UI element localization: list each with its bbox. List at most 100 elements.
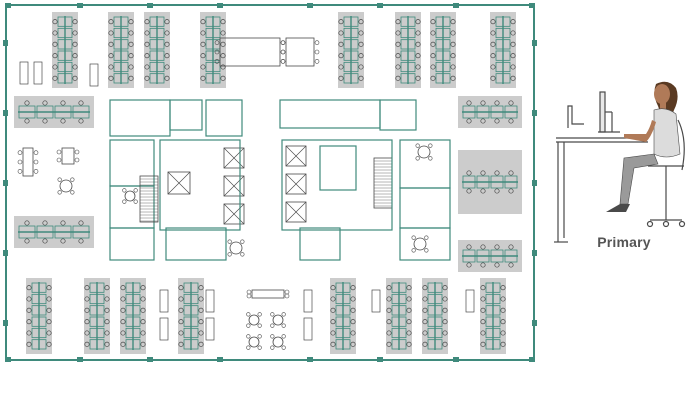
chair: [270, 334, 275, 339]
chair: [140, 296, 146, 302]
desk: [400, 61, 416, 73]
desk: [205, 27, 221, 39]
desk: [343, 39, 359, 50]
chair: [26, 285, 32, 291]
chair: [70, 177, 75, 182]
chair: [220, 41, 226, 47]
chair: [415, 143, 420, 148]
office-floor-plan: [3, 3, 537, 362]
chair: [257, 323, 262, 328]
desk: [495, 61, 511, 73]
chair: [26, 296, 32, 302]
chair: [480, 170, 486, 176]
elevator: [223, 175, 245, 197]
chair: [415, 156, 420, 161]
room-wall: [109, 99, 171, 137]
desk: [31, 282, 47, 293]
chair: [56, 157, 62, 163]
chair: [133, 188, 138, 193]
chair: [395, 30, 401, 36]
desk: [205, 16, 221, 27]
caption-label: Primary: [597, 234, 651, 250]
chair: [104, 341, 110, 347]
desk: [149, 73, 165, 84]
chair: [198, 296, 204, 302]
chair: [280, 49, 286, 55]
column: [307, 357, 313, 362]
chair: [84, 307, 90, 313]
room-wall: [281, 139, 393, 231]
chair: [108, 41, 114, 47]
chair: [350, 341, 356, 347]
round-table: [124, 190, 136, 202]
chair: [358, 41, 364, 47]
desk: [391, 305, 407, 316]
chair: [284, 289, 290, 295]
task-chair-icon: [646, 119, 686, 228]
chair: [140, 285, 146, 291]
chair: [430, 64, 436, 70]
chair: [270, 345, 275, 350]
chair: [358, 19, 364, 25]
chair: [214, 59, 220, 64]
desk: [89, 316, 105, 327]
chair: [72, 41, 78, 47]
chair: [422, 330, 428, 336]
chair: [42, 100, 48, 106]
round-table: [248, 336, 260, 348]
desk: [57, 50, 73, 61]
desk: [495, 16, 511, 27]
desk: [335, 316, 351, 327]
chair: [480, 296, 486, 302]
chair: [500, 330, 506, 336]
elevator: [223, 147, 245, 169]
desk: [495, 73, 511, 84]
desk: [57, 73, 73, 84]
desk: [490, 249, 504, 263]
chair: [200, 30, 206, 36]
chair: [494, 118, 500, 124]
chair: [214, 40, 220, 45]
desk: [149, 39, 165, 50]
chair: [508, 118, 514, 124]
chair: [430, 53, 436, 59]
chair: [198, 341, 204, 347]
chair: [24, 118, 30, 124]
chair: [46, 330, 52, 336]
room-wall: [279, 99, 381, 129]
chair: [198, 319, 204, 325]
chair: [42, 118, 48, 124]
desk: [31, 327, 47, 339]
chair: [508, 244, 514, 250]
chair: [178, 307, 184, 313]
chair: [442, 285, 448, 291]
chair: [164, 41, 170, 47]
chair: [72, 64, 78, 70]
chair: [494, 244, 500, 250]
chair: [415, 30, 421, 36]
chair: [84, 319, 90, 325]
desk: [391, 339, 407, 350]
chair: [406, 307, 412, 313]
chair: [415, 64, 421, 70]
room-wall: [299, 227, 341, 261]
storage-cabinet: [303, 317, 313, 341]
desk: [485, 316, 501, 327]
perimeter-walls: [3, 3, 537, 362]
chair: [330, 330, 336, 336]
chair: [430, 75, 436, 81]
chair: [386, 307, 392, 313]
chair: [220, 30, 226, 36]
room-wall: [379, 99, 417, 131]
chair: [52, 30, 58, 36]
chair: [508, 170, 514, 176]
chair: [33, 159, 39, 165]
chair: [280, 40, 286, 45]
column: [3, 180, 8, 186]
chair: [270, 323, 275, 328]
chair: [17, 169, 23, 174]
desk: [400, 73, 416, 84]
desk: [183, 316, 199, 327]
chair: [480, 262, 486, 268]
desk: [435, 50, 451, 61]
